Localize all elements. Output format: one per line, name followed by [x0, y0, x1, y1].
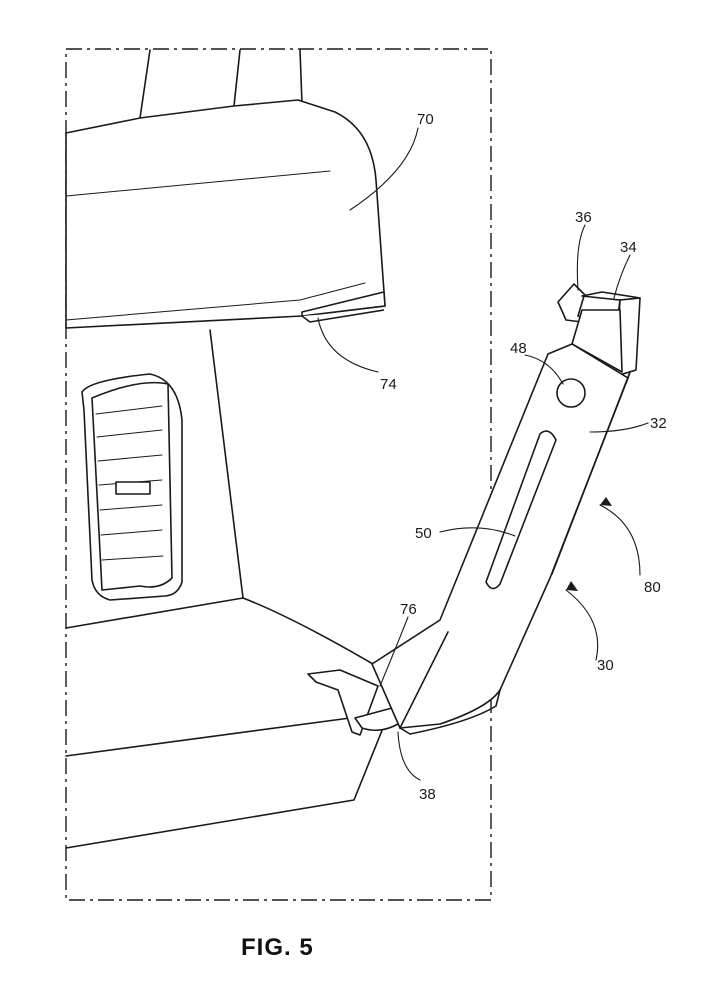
- label-32: 32: [650, 415, 667, 432]
- label-80: 80: [644, 579, 661, 596]
- label-50: 50: [415, 525, 432, 542]
- label-30: 30: [597, 657, 614, 674]
- label-76: 76: [400, 601, 417, 618]
- label-70: 70: [417, 111, 434, 128]
- label-36: 36: [575, 209, 592, 226]
- dashboard-hood: [66, 50, 385, 328]
- figure-caption: FIG. 5: [241, 934, 314, 961]
- air-vent: [82, 374, 182, 600]
- label-34: 34: [620, 239, 637, 256]
- label-38: 38: [419, 786, 436, 803]
- label-48: 48: [510, 340, 527, 357]
- label-74: 74: [380, 376, 397, 393]
